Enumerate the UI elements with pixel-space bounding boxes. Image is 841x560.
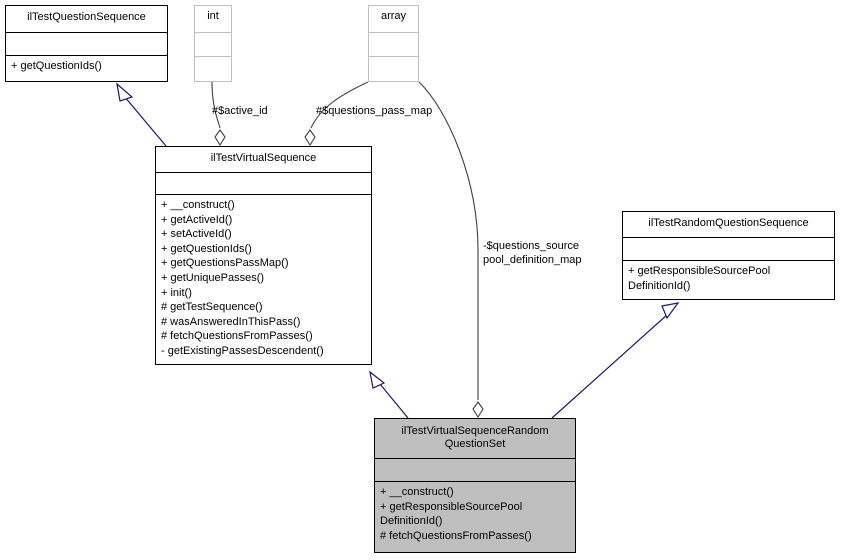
edge-label-questions-pass-map: #$questions_pass_map — [316, 105, 433, 117]
class-node-iltestquestionsequence[interactable]: ilTestQuestionSequence + getQuestionIds(… — [5, 5, 168, 82]
edge-label-questions-source-pool-line2: pool_definition_map — [483, 254, 582, 266]
type-node-int[interactable]: int — [194, 5, 232, 82]
operation-item: + setActiveId() — [161, 228, 232, 241]
class-node-iltestrandomquestionsequence[interactable]: ilTestRandomQuestionSequence + getRespon… — [622, 211, 835, 300]
inheritance-arrow-random-to-randomsequence — [661, 302, 680, 320]
inheritance-edge-random-to-randomsequence — [551, 313, 669, 419]
class-title-iltestrandomquestionsequence: ilTestRandomQuestionSequence — [623, 212, 834, 238]
class-title-iltestvirtualsequencerandomquestionset: ilTestVirtualSequenceRandom QuestionSet — [375, 419, 575, 459]
class-title-iltestvirtualsequence: ilTestVirtualSequence — [156, 147, 371, 173]
inheritance-arrow-random-to-virtual — [369, 370, 386, 389]
class-operations-iltestrandomquestionsequence: + getResponsibleSourcePool DefinitionId(… — [623, 261, 834, 299]
operation-item: + getResponsibleSourcePool DefinitionId(… — [628, 265, 771, 292]
operation-item: + getQuestionIds() — [11, 60, 102, 72]
type-title-int: int — [195, 6, 231, 33]
aggregation-diamond-questions-source-pool — [472, 401, 484, 419]
operation-item: + init() — [161, 286, 192, 299]
class-attributes-iltestquestionsequence — [6, 33, 167, 56]
class-operations-iltestvirtualsequence: + __construct() + getActiveId() + setAct… — [156, 195, 371, 364]
operation-item: # wasAnsweredInThisPass() — [161, 315, 301, 328]
inheritance-edge-virtual-to-questionsequence — [123, 95, 167, 147]
class-attributes-iltestvirtualsequence — [156, 173, 371, 195]
class-title-line-1: ilTestVirtualSequenceRandom — [401, 425, 549, 437]
inheritance-edge-random-to-virtual — [379, 383, 409, 419]
aggregation-edge-questions-source-pool — [418, 81, 479, 400]
edge-label-active-id: #$active_id — [212, 105, 268, 117]
type-node-array[interactable]: array — [368, 5, 419, 82]
operation-item: - getExistingPassesDescendent() — [161, 344, 324, 357]
class-node-iltestvirtualsequencerandomquestionset[interactable]: ilTestVirtualSequenceRandom QuestionSet … — [374, 418, 576, 553]
class-title-iltestquestionsequence: ilTestQuestionSequence — [6, 6, 167, 33]
class-operations-iltestquestionsequence: + getQuestionIds() — [6, 56, 167, 81]
class-node-iltestvirtualsequence[interactable]: ilTestVirtualSequence + __construct() + … — [155, 146, 372, 365]
operation-item: + getQuestionsPassMap() — [161, 257, 289, 270]
operation-item: # fetchQuestionsFromPasses() — [380, 529, 532, 542]
operation-item: + __construct() — [161, 199, 235, 211]
edge-label-questions-source-pool-line1: -$questions_source — [483, 240, 580, 252]
type-title-array: array — [369, 6, 418, 33]
operation-item: + getQuestionIds() — [161, 242, 252, 255]
operation-item: DefinitionId() — [380, 515, 443, 528]
operation-item: + __construct() — [380, 486, 454, 498]
operation-item: # fetchQuestionsFromPasses() — [161, 330, 313, 343]
type-operations-array — [369, 57, 418, 81]
aggregation-diamond-active-id — [214, 129, 226, 147]
type-attributes-array — [369, 33, 418, 57]
type-operations-int — [195, 57, 231, 81]
operation-item: # getTestSequence() — [161, 301, 263, 314]
class-title-line-2: QuestionSet — [444, 438, 506, 450]
class-operations-iltestvirtualsequencerandomquestionset: + __construct() + getResponsibleSourcePo… — [375, 482, 575, 552]
aggregation-diamond-questions-pass-map — [304, 129, 316, 147]
operation-item: + getResponsibleSourcePool — [380, 500, 523, 513]
inheritance-arrow-virtual-to-questionsequence — [116, 82, 134, 102]
operation-item: + getUniquePasses() — [161, 271, 265, 284]
class-attributes-iltestrandomquestionsequence — [623, 238, 834, 261]
type-attributes-int — [195, 33, 231, 57]
class-attributes-iltestvirtualsequencerandomquestionset — [375, 459, 575, 482]
operation-item: + getActiveId() — [161, 213, 233, 226]
